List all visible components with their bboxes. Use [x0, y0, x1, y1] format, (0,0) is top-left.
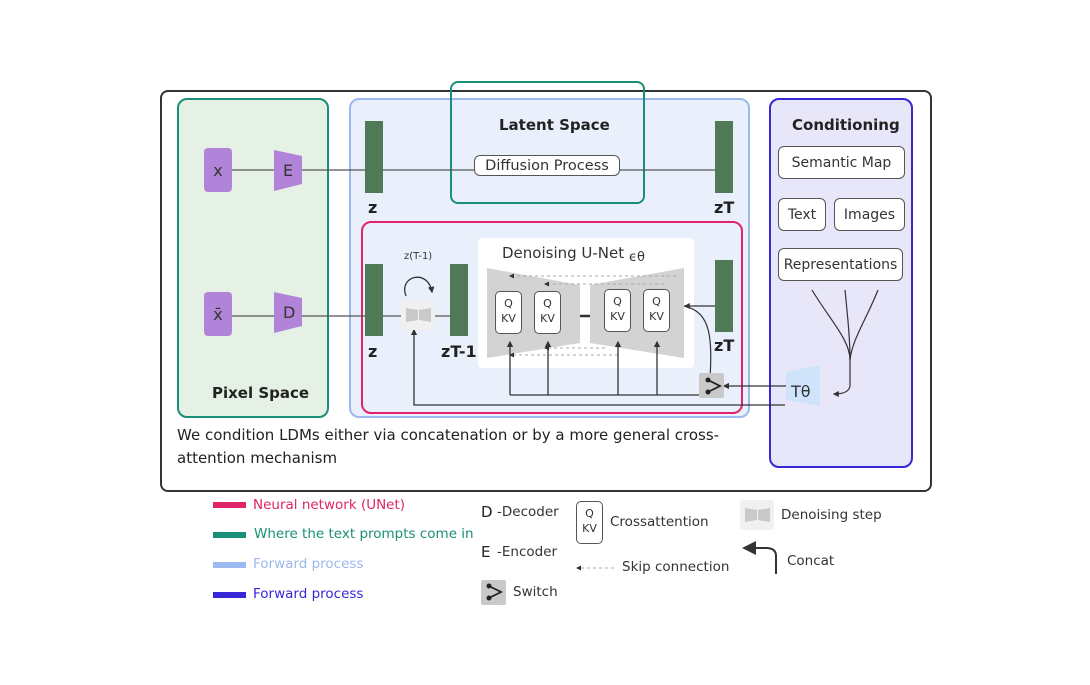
caption-line-2: attention mechanism: [177, 449, 338, 467]
label-z-bottom: z: [368, 342, 378, 361]
legend-decoder: -Decoder: [497, 504, 559, 520]
latent-zT-bottom: [715, 260, 733, 332]
output-x-bar: x̄: [204, 292, 232, 336]
legend-neural-network: Neural network (UNet): [253, 497, 406, 513]
label-zT-bottom: zT: [714, 336, 735, 355]
legend-denoising-step: Denoising step: [781, 507, 882, 523]
epsilon-label: ϵθ: [629, 250, 645, 265]
legend-switch: Switch: [513, 584, 558, 600]
input-x: x: [204, 148, 232, 192]
encoder-label: E: [283, 161, 294, 180]
legend-crossattention: Crossattention: [610, 514, 709, 530]
decoder-shape: [274, 292, 302, 333]
pixel-space-panel: [177, 98, 329, 418]
cond-semantic-map: Semantic Map: [778, 146, 905, 179]
legend-encoder: -Encoder: [497, 544, 558, 560]
latent-zT-top: [715, 121, 733, 193]
outer-frame: [160, 90, 932, 492]
conditioning-title: Conditioning: [792, 116, 900, 134]
diffusion-process-box: Diffusion Process: [474, 155, 620, 176]
legend-concat: Concat: [787, 553, 835, 569]
label-z-loop: z(T-1): [404, 251, 433, 262]
legend-text-prompts: Where the text prompts come in: [254, 526, 474, 542]
loop-arrow: [404, 276, 435, 297]
label-z-top: z: [368, 198, 378, 217]
cond-text: Text: [778, 198, 826, 231]
legend-decoder-key: D: [481, 503, 493, 521]
label-zT-top: zT: [714, 198, 735, 217]
caption-line-1: We condition LDMs either via concatenati…: [177, 426, 720, 444]
pixel-space-title: Pixel Space: [212, 384, 310, 402]
tau-label: Tθ: [791, 382, 811, 401]
decoder-label: D: [283, 303, 296, 322]
latent-space-title: Latent Space: [499, 116, 610, 134]
latent-z-bottom: [365, 264, 383, 336]
encoder-shape: [274, 150, 302, 191]
legend-forward-dark: Forward process: [253, 586, 364, 602]
label-zT-1: zT-1: [441, 342, 477, 361]
cond-representations: Representations: [778, 248, 903, 281]
tau-shape: [786, 365, 820, 406]
legend-encoder-key: E: [481, 543, 491, 561]
legend-forward-light: Forward process: [253, 556, 364, 572]
legend-skip-connection: Skip connection: [622, 559, 730, 575]
latent-z-top: [365, 121, 383, 193]
cond-images: Images: [834, 198, 905, 231]
unet-encoder-shape: [487, 268, 580, 358]
diffusion-teal-box: [450, 81, 645, 204]
latent-zT-1: [450, 264, 468, 336]
unet-title: Denoising U-Net: [502, 244, 625, 262]
